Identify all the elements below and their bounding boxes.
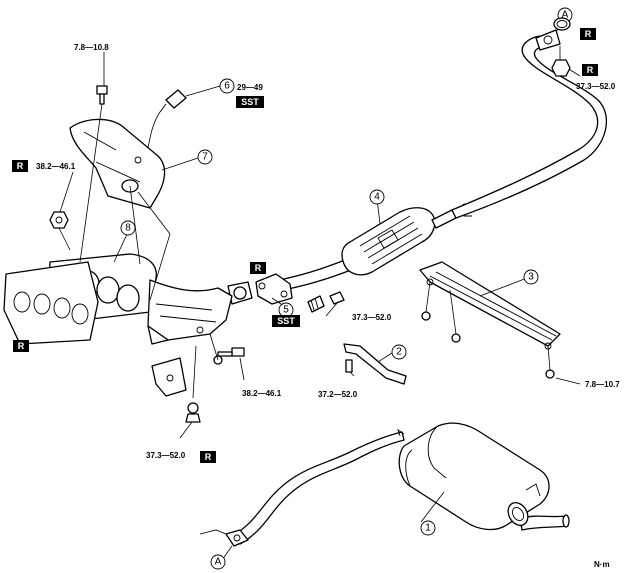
svg-text:R: R [255, 263, 262, 273]
main-silencer-part-1 [199, 422, 570, 547]
tag-replace-gasket: R [13, 340, 29, 352]
svg-text:6: 6 [224, 81, 230, 92]
torque-bracket-2-bolt: 37.2—52.0 [318, 390, 358, 399]
bracket-lower [151, 347, 245, 423]
torque-heat-insulator-bolt: 7.8—10.8 [74, 43, 109, 52]
callout-6: 6 [219, 78, 235, 94]
torque-flange-nut-lower: 37.3—52.0 [146, 451, 186, 460]
svg-text:R: R [205, 452, 212, 462]
manifold-gasket [3, 261, 99, 345]
callout-4: 4 [369, 189, 385, 205]
tag-replace-flange-gasket: R [250, 262, 266, 274]
svg-text:A: A [562, 10, 569, 21]
svg-text:5: 5 [283, 305, 289, 316]
torque-tail-flange-nut: 37.3—52.0 [576, 82, 616, 91]
tag-replace-tail-nut: R [582, 64, 598, 76]
callout-8: 8 [120, 220, 136, 236]
svg-text:4: 4 [374, 192, 380, 203]
o-ring-top-right [553, 17, 571, 31]
callout-7: 7 [197, 149, 213, 165]
nut-left [49, 211, 69, 229]
callout-leaders [59, 19, 581, 561]
torque-manifold-nut: 38.2—46.1 [36, 162, 76, 171]
tag-sst-flange: SST [272, 315, 300, 327]
bracket-part-2 [343, 343, 407, 385]
tag-replace-o-ring: R [580, 28, 596, 40]
callout-2: 2 [391, 344, 407, 360]
svg-text:R: R [17, 161, 24, 171]
tag-replace-lower-nut: R [200, 451, 216, 463]
tag-replace-manifold-nut: R [12, 160, 28, 172]
tag-sst-oxygen-sensor: SST [236, 96, 264, 108]
torque-oxygen-sensor: 29—49 [237, 83, 263, 92]
reference-a-bottom: A [210, 554, 226, 570]
heat-insulator-part-7 [69, 118, 166, 209]
callout-3: 3 [523, 269, 539, 285]
unit-label: N·m [594, 560, 610, 569]
oxygen-sensor-part-6 [147, 89, 187, 149]
torque-bracket-bolt: 38.2—46.1 [242, 389, 282, 398]
catalytic-converter-part-4 [269, 29, 608, 293]
construction-leaders [58, 46, 561, 399]
svg-text:R: R [585, 29, 592, 39]
svg-text:3: 3 [528, 272, 534, 283]
bolt-top-left [96, 85, 108, 105]
torque-insulator-3-bolt: 7.8—10.7 [585, 380, 620, 389]
callout-1: 1 [420, 520, 436, 536]
svg-text:7: 7 [202, 152, 208, 163]
callout-5: 5 [278, 302, 294, 318]
flange-joint-part-5 [227, 273, 345, 313]
nut-top-right [551, 59, 571, 77]
svg-text:2: 2 [396, 347, 402, 358]
svg-text:R: R [18, 341, 25, 351]
svg-text:1: 1 [425, 523, 431, 534]
svg-text:8: 8 [125, 223, 131, 234]
insulator-part-3 [419, 261, 561, 379]
svg-text:A: A [215, 557, 222, 568]
torque-front-pipe-nut: 37.3—52.0 [352, 313, 392, 322]
svg-text:R: R [587, 65, 594, 75]
svg-text:SST: SST [277, 316, 295, 326]
svg-text:SST: SST [241, 97, 259, 107]
